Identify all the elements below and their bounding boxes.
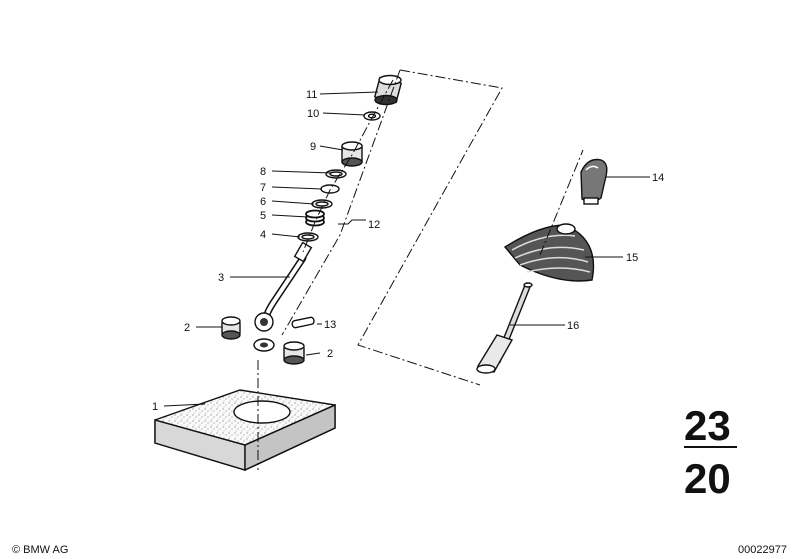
label-part-9: 9 [310,141,316,153]
part-16-stick [476,282,533,374]
group-outline-left [281,69,401,336]
group-number-bottom: 20 [684,455,731,502]
label-part-2-left: 2 [184,322,190,334]
copyright-text: © BMW AG [12,544,68,556]
label-part-14: 14 [652,172,664,184]
label-part-3: 3 [218,272,224,284]
label-part-16: 16 [567,320,579,332]
label-part-2-right: 2 [327,348,333,360]
label-part-4: 4 [260,229,266,241]
knob-axis [539,149,584,256]
lever-axis [302,79,394,253]
label-part-7: 7 [260,182,266,194]
label-part-13: 13 [324,319,336,331]
part-2-bushing-right [283,341,305,365]
label-part-15: 15 [626,252,638,264]
leader-lines [163,91,650,407]
group-number-top: 23 [684,402,731,449]
label-part-5: 5 [260,210,266,222]
part-1-foam-pad [154,389,336,472]
diagram-code: 00022977 [738,544,787,556]
label-part-10: 10 [307,108,319,120]
label-part-8: 8 [260,166,266,178]
label-part-12: 12 [368,219,380,231]
part-15-boot [503,223,595,282]
label-part-11: 11 [306,89,317,101]
part-14-knob [580,158,608,205]
label-part-6: 6 [260,196,266,208]
label-part-1: 1 [152,401,158,413]
part-13-pin [291,316,315,329]
part-2-bushing-left [221,316,241,340]
lever-assembly [253,74,403,352]
